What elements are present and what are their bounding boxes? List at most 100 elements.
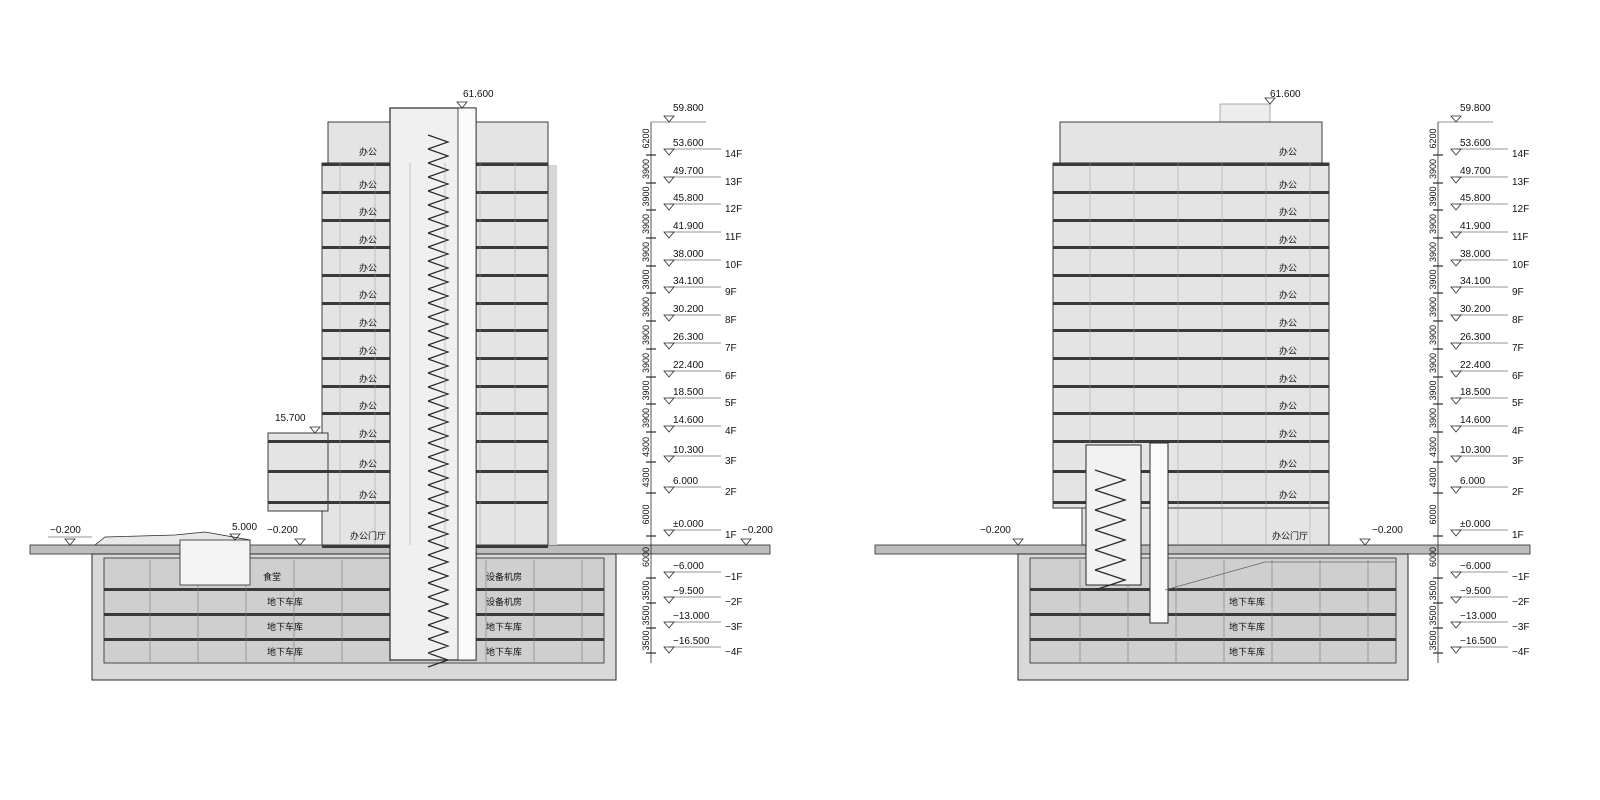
level-triangle-icon bbox=[663, 342, 675, 350]
floor-label: 2F bbox=[725, 487, 737, 498]
podium-slab bbox=[268, 440, 328, 443]
dimension-value: 3500 bbox=[641, 580, 651, 600]
level-ground-right: −0.200 bbox=[742, 525, 773, 536]
basement-interior bbox=[103, 557, 605, 664]
dimension-value: 3500 bbox=[1428, 580, 1438, 600]
floor-slab bbox=[1053, 470, 1329, 473]
level-triangle-icon bbox=[663, 486, 675, 494]
level-elevation: 10.300 bbox=[673, 445, 704, 456]
room-label-office: 办公 bbox=[359, 428, 377, 439]
dimension-value: 3500 bbox=[641, 605, 651, 625]
level-triangle-icon bbox=[1450, 115, 1462, 123]
floor-label: 1F bbox=[725, 530, 737, 541]
level-elevation: 45.800 bbox=[1460, 193, 1491, 204]
floor-label: 8F bbox=[1512, 315, 1524, 326]
floor-slab bbox=[1053, 440, 1329, 443]
level-triangle-icon bbox=[1450, 342, 1462, 350]
room-label-office: 办公 bbox=[359, 345, 377, 356]
level-triangle-icon bbox=[1450, 397, 1462, 405]
room-label-basement: 设备机房 bbox=[486, 596, 522, 607]
level-ground-left: −0.200 bbox=[50, 525, 81, 536]
floor-label: 6F bbox=[1512, 371, 1524, 382]
floor-label: 3F bbox=[725, 456, 737, 467]
dimension-value: 6000 bbox=[1428, 547, 1438, 567]
dimension-value: 3900 bbox=[1428, 159, 1438, 179]
floor-label: −3F bbox=[725, 622, 743, 633]
level-elevation: 26.300 bbox=[1460, 332, 1491, 343]
room-label-office: 办公 bbox=[359, 400, 377, 411]
level-triangle-icon bbox=[1450, 571, 1462, 579]
level-triangle-icon bbox=[1450, 203, 1462, 211]
level-triangle-icon bbox=[663, 231, 675, 239]
floor-label: 3F bbox=[1512, 456, 1524, 467]
level-triangle-icon bbox=[1450, 176, 1462, 184]
dimension-value: 6000 bbox=[641, 547, 651, 567]
level-triangle-icon bbox=[1450, 486, 1462, 494]
floor-label: 6F bbox=[725, 371, 737, 382]
level-triangle-icon bbox=[64, 538, 76, 546]
level-elevation: 34.100 bbox=[673, 276, 704, 287]
floor-label: −2F bbox=[725, 597, 743, 608]
floor-label: 14F bbox=[1512, 149, 1529, 160]
level-triangle-icon bbox=[456, 101, 468, 109]
level-rulers: 59.80053.60014F620049.70013F390045.80012… bbox=[641, 103, 1530, 663]
dimension-value: 3900 bbox=[641, 269, 651, 289]
floor-label: 11F bbox=[725, 232, 742, 243]
floor-label: 9F bbox=[725, 287, 737, 298]
room-label-basement: 地下车库 bbox=[486, 621, 522, 632]
floor-slab bbox=[1053, 357, 1329, 360]
level-triangle-icon bbox=[229, 533, 241, 541]
level-elevation: 14.600 bbox=[1460, 415, 1491, 426]
level-elevation: 18.500 bbox=[1460, 387, 1491, 398]
floor-label: 1F bbox=[1512, 530, 1524, 541]
level-elevation: 38.000 bbox=[673, 249, 704, 260]
room-label-office: 办公 bbox=[1279, 234, 1297, 245]
dimension-value: 3900 bbox=[641, 214, 651, 234]
floor-label: 12F bbox=[1512, 204, 1529, 215]
room-label-office: 办公 bbox=[359, 458, 377, 469]
floor-label: 2F bbox=[1512, 487, 1524, 498]
basement-slab bbox=[1030, 613, 1396, 616]
level-ground-right: −0.200 bbox=[1372, 525, 1403, 536]
floor-label: 11F bbox=[1512, 232, 1529, 243]
room-label-basement: 设备机房 bbox=[486, 571, 522, 582]
level-triangle-icon bbox=[1450, 370, 1462, 378]
room-label-basement: 地下车库 bbox=[1229, 646, 1265, 657]
canteen-block bbox=[179, 539, 251, 586]
room-label-basement: 地下车库 bbox=[1229, 621, 1265, 632]
basement-slab bbox=[104, 613, 604, 616]
level-triangle-icon bbox=[663, 397, 675, 405]
dimension-value: 3500 bbox=[1428, 630, 1438, 650]
floor-slab bbox=[1053, 219, 1329, 222]
room-label-basement: 地下车库 bbox=[267, 596, 303, 607]
level-triangle-icon bbox=[663, 621, 675, 629]
room-label-office: 办公 bbox=[1279, 428, 1297, 439]
floor-label: 4F bbox=[725, 426, 737, 437]
level-elevation: 49.700 bbox=[1460, 166, 1491, 177]
dimension-value: 3900 bbox=[641, 353, 651, 373]
floor-slab bbox=[1053, 274, 1329, 277]
podium-slab bbox=[268, 501, 328, 504]
dimension-value: 3900 bbox=[1428, 408, 1438, 428]
level-triangle-icon bbox=[1450, 231, 1462, 239]
level-elevation: 30.200 bbox=[673, 304, 704, 315]
level-elevation: 34.100 bbox=[1460, 276, 1491, 287]
level-triangle-icon bbox=[1450, 529, 1462, 537]
level-top: 61.600 bbox=[1270, 89, 1301, 100]
dimension-value: 3900 bbox=[1428, 186, 1438, 206]
level-triangle-icon bbox=[663, 148, 675, 156]
floor-slab bbox=[1053, 191, 1329, 194]
dimension-value: 6200 bbox=[641, 128, 651, 148]
level-elevation: 22.400 bbox=[673, 360, 704, 371]
level-triangle-icon bbox=[663, 203, 675, 211]
level-triangle-icon bbox=[1359, 538, 1371, 546]
room-label-basement: 地下车库 bbox=[267, 621, 303, 632]
floor-label: −3F bbox=[1512, 622, 1530, 633]
floor-slab bbox=[1053, 163, 1329, 166]
dimension-value: 3900 bbox=[1428, 242, 1438, 262]
dimension-value: 3900 bbox=[1428, 269, 1438, 289]
room-label-office: 办公 bbox=[1279, 400, 1297, 411]
floor-label: 5F bbox=[725, 398, 737, 409]
dimension-value: 3900 bbox=[1428, 214, 1438, 234]
floor-label: 14F bbox=[725, 149, 742, 160]
